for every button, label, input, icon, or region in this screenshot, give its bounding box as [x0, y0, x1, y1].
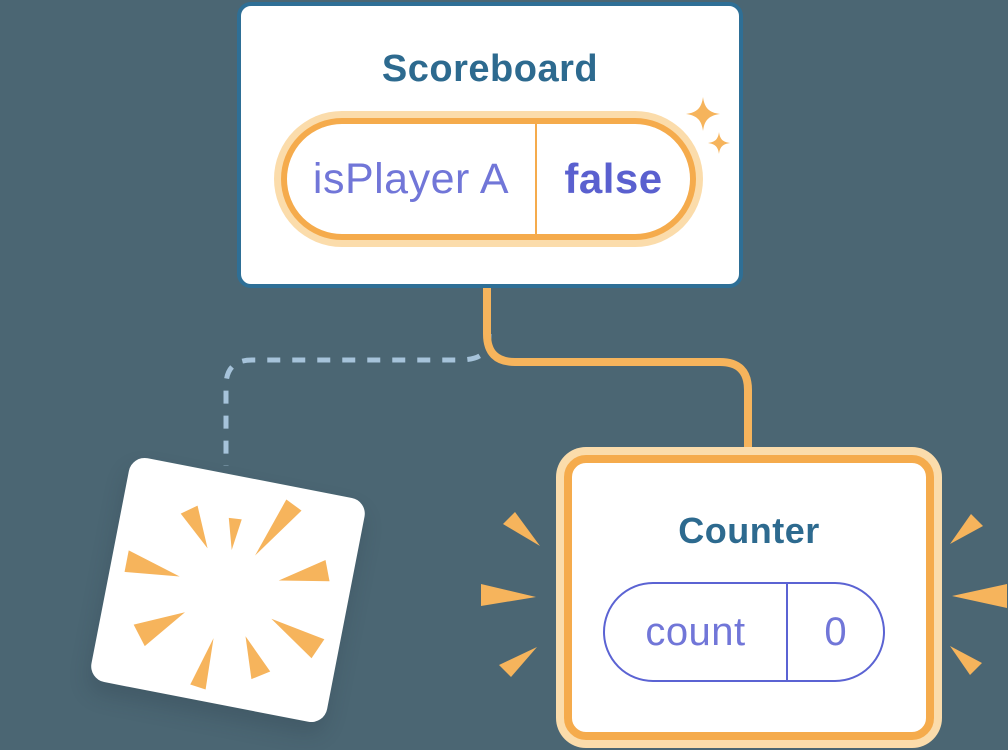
tree-connector-removed-dashed	[223, 333, 492, 466]
sparkle-icon	[708, 132, 730, 154]
emphasis-ray-icon	[950, 514, 983, 544]
emphasis-ray-icon	[503, 512, 540, 546]
state-name-label: isPlayer A	[312, 154, 510, 203]
destroyed-component-card	[88, 455, 368, 725]
emphasis-rays-right	[950, 514, 1007, 675]
emphasis-rays-left	[481, 512, 540, 677]
pill-divider	[535, 124, 537, 234]
scoreboard-card: Scoreboard isPlayer A false	[237, 2, 743, 288]
scoreboard-state-pill: isPlayer A false	[281, 118, 696, 240]
poof-burst-icon	[124, 499, 330, 690]
counter-card: Counter count 0	[564, 455, 934, 740]
pill-divider	[786, 584, 788, 680]
emphasis-ray-icon	[481, 584, 536, 606]
sparkle-icon	[686, 97, 720, 131]
emphasis-ray-icon	[950, 646, 982, 675]
state-name-label: count	[645, 609, 746, 654]
tree-connector-active-orange	[483, 287, 752, 456]
counter-state-pill: count 0	[603, 582, 885, 682]
scoreboard-title: Scoreboard	[381, 48, 599, 90]
state-value-label: false	[564, 155, 663, 202]
emphasis-ray-icon	[952, 584, 1007, 608]
counter-title: Counter	[678, 510, 820, 551]
sparkles-group	[686, 97, 730, 154]
emphasis-ray-icon	[499, 647, 537, 677]
state-value-label: 0	[824, 609, 847, 654]
